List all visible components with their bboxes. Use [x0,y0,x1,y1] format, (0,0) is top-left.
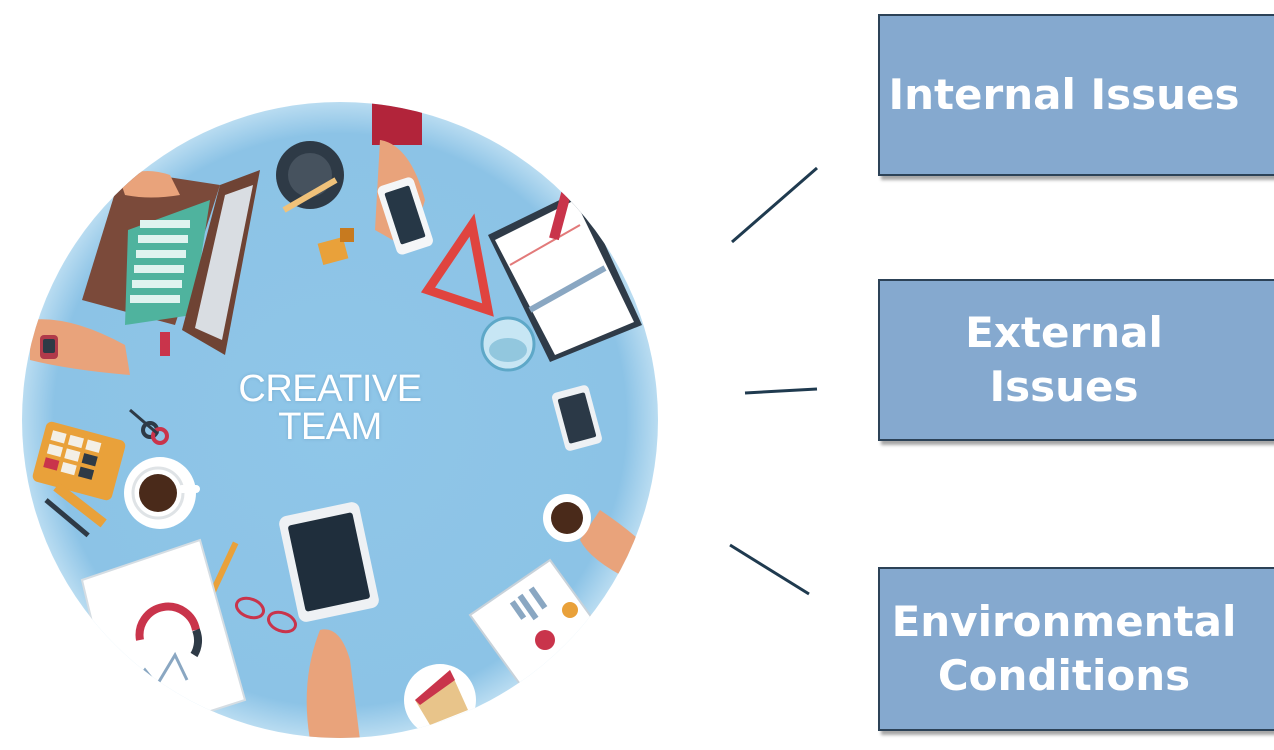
connector-internal [731,166,818,244]
lighter-icon [317,228,354,265]
external-issues-label-line1: External [965,308,1163,357]
hand-icon [306,629,360,738]
smartphone-icon [372,102,433,255]
ashtray-icon [276,141,344,213]
creative-team-illustration [22,102,658,738]
tablet-icon [279,502,379,622]
triangle-ruler-icon [420,213,494,317]
sandwich-icon [404,664,476,736]
environmental-conditions-box: Environmental Conditions [878,567,1274,731]
smartphone-icon [552,385,602,451]
connector-environmental [729,543,810,596]
center-label-line2: TEAM [278,406,382,448]
scissors-icon [129,408,169,445]
external-issues-box: External Issues [878,279,1274,441]
external-issues-label-line2: Issues [989,362,1139,411]
internal-issues-box: Internal Issues [878,14,1274,176]
pencil-icon [44,482,239,599]
center-label: CREATIVE TEAM [200,370,460,446]
laptop-icon [82,170,260,355]
wristwatch-icon [30,319,170,375]
connector-external [744,387,818,395]
internal-issues-label: Internal Issues [888,70,1240,119]
water-glass-icon [480,316,536,372]
coffee-cup-icon [124,457,200,529]
calculator-icon [32,421,126,501]
glasses-icon [234,596,298,634]
environmental-conditions-label-line1: Environmental [891,597,1237,646]
center-label-line1: CREATIVE [238,368,422,410]
environmental-conditions-label-line2: Conditions [937,651,1191,700]
